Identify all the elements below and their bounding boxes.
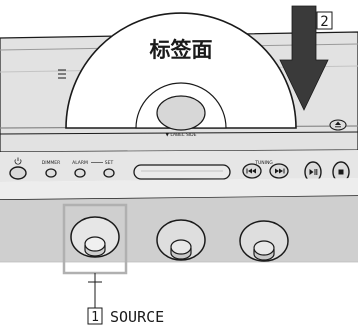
display-window [133,164,231,180]
play-pause-button[interactable] [304,161,322,183]
stop-icon [338,169,344,175]
alarm-label: ALARM [72,160,88,166]
callout-2: 2 [316,11,333,30]
standby-button[interactable] [9,166,27,180]
skip-back-icon [246,168,256,174]
disc-label-text: 标签面 [150,38,213,62]
alarm-button[interactable] [74,168,86,178]
skip-forward-icon [275,168,285,174]
callout-2-number: 2 [320,14,328,30]
eject-icon [335,121,341,128]
insert-direction-arrow [279,5,329,111]
source-knob[interactable] [70,216,120,258]
disc-center-hole [156,95,206,131]
dimmer-label: DIMMER [42,160,61,166]
eject-button[interactable] [329,119,347,131]
tuning-up-button[interactable] [269,163,289,179]
tuning-label: TUNING [254,160,273,166]
callout-1: 1 SOURCE [87,307,164,326]
vent-marks [58,69,66,79]
callout-1-label: SOURCE [110,308,164,326]
center-knob[interactable] [156,219,206,261]
dimmer-button[interactable] [45,168,57,178]
right-knob[interactable] [239,220,289,262]
set-label: SET [105,160,114,166]
cd-disc: 标签面 ▼ LABEL SIDE [65,12,297,138]
play-pause-icon [309,169,318,175]
set-button[interactable] [103,168,115,178]
tuning-down-button[interactable] [242,163,262,179]
callout-1-leader [88,273,102,308]
callout-1-number: 1 [91,310,99,325]
label-side-text: ▼ LABEL SIDE [166,132,197,138]
power-icon [14,157,22,165]
